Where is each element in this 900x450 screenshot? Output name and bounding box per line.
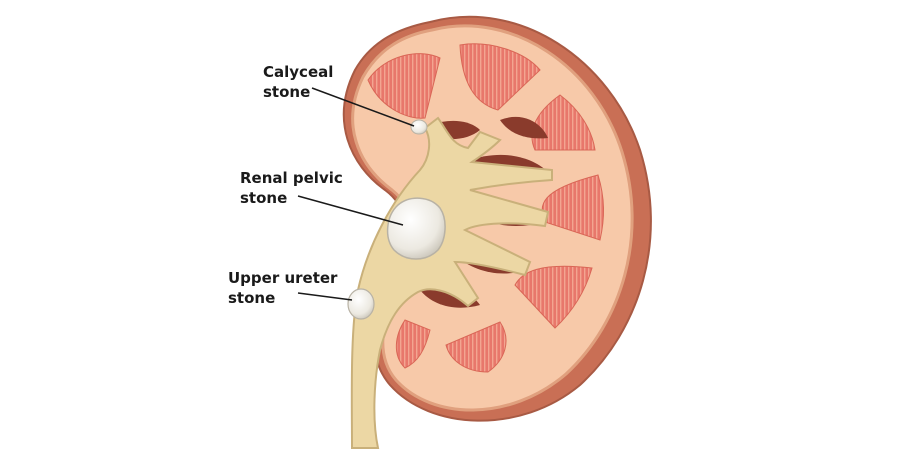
renal-pelvic-leader-line	[297, 195, 404, 226]
pyramid-6	[445, 321, 507, 373]
renal-pelvic-stone-label-line1: Renal pelvic	[240, 169, 343, 187]
calyceal-stone-label-line1: Calyceal	[263, 63, 334, 81]
calyceal-stone-label-line2: stone	[263, 83, 311, 101]
renal-pelvic-stone-icon	[386, 197, 446, 260]
renal-pelvic-stone-label: Renal pelvic stone	[240, 168, 343, 208]
calyceal-stone-label: Calyceal stone	[263, 62, 333, 102]
calyceal-stone-icon	[410, 119, 428, 135]
pyramid-7	[395, 319, 431, 369]
pyramid-2	[459, 43, 541, 111]
upper-ureter-stone-icon	[347, 288, 375, 320]
upper-ureter-stone-label-line1: Upper ureter	[228, 269, 338, 287]
pyramid-5	[514, 265, 593, 329]
pyramid-1	[367, 53, 441, 119]
renal-pelvis-and-calyces	[350, 116, 553, 449]
renal-pyramids	[367, 43, 605, 373]
upper-ureter-stone-label-line2: stone	[228, 289, 276, 307]
calyceal-leader-line	[311, 87, 415, 127]
pyramid-3	[531, 94, 596, 151]
upper-ureter-leader-line	[297, 292, 353, 301]
renal-pelvic-stone-label-line2: stone	[240, 189, 288, 207]
upper-ureter-stone-label: Upper ureter stone	[228, 268, 337, 308]
